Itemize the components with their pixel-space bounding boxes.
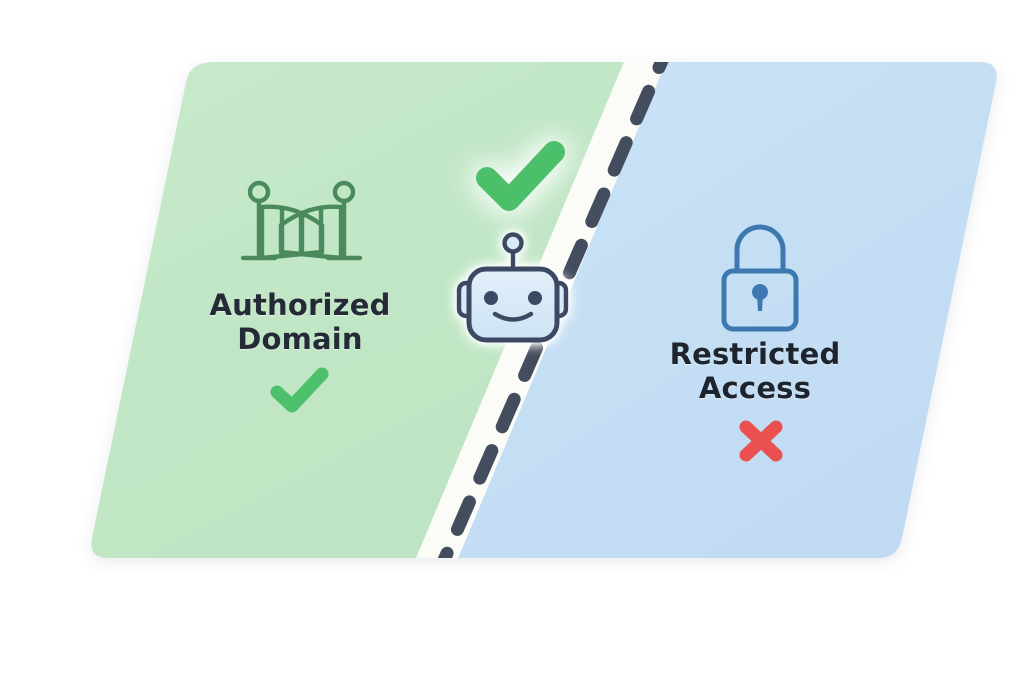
check-mark-icon	[270, 367, 329, 413]
cross-mark-icon	[739, 420, 783, 462]
large-check-mark-icon	[476, 141, 565, 211]
padlock-icon	[721, 224, 799, 332]
robot-avatar-icon	[456, 232, 569, 343]
dashed-divider	[376, 62, 678, 558]
padlock-keyhole-icon	[752, 284, 768, 311]
open-gate-icon	[240, 180, 363, 261]
restricted-access-label: Restricted Access	[669, 337, 841, 406]
restricted-access-fill	[404, 62, 997, 558]
authorized-domain-label: Authorized Domain	[209, 288, 391, 357]
